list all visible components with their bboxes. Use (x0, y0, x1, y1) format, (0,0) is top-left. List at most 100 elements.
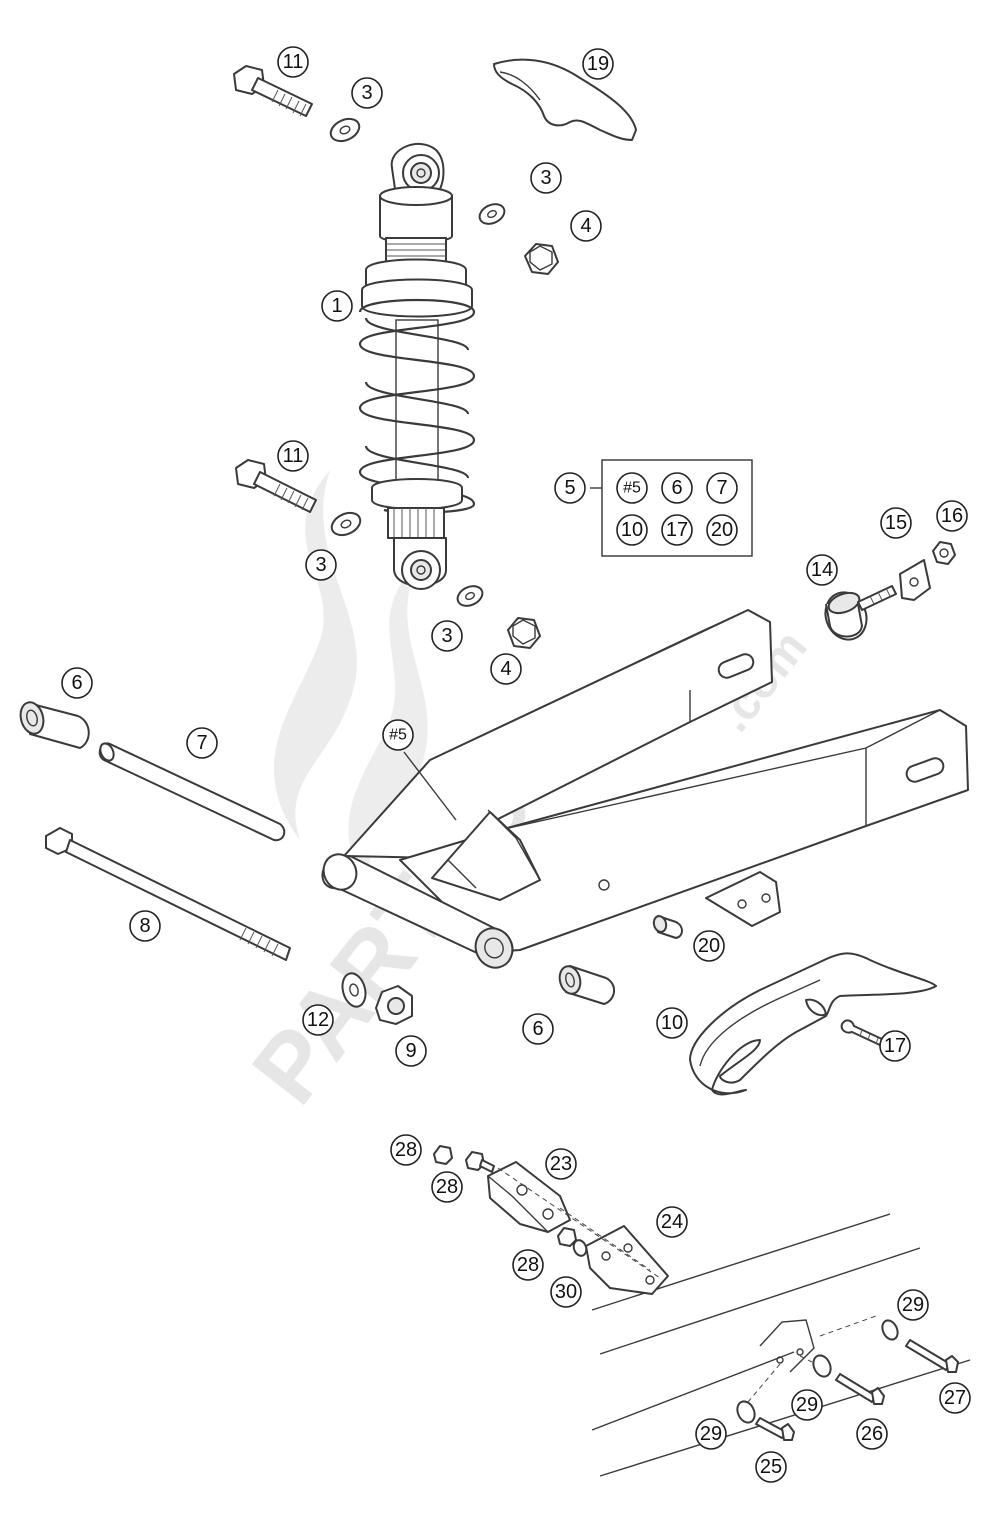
svg-text:28: 28 (436, 1176, 458, 1198)
svg-text:6: 6 (532, 1018, 543, 1040)
svg-text:8: 8 (139, 915, 150, 937)
frame-section (591, 1213, 971, 1477)
callout-10: 10 (656, 1007, 688, 1039)
callout-4-lower: 4 (490, 653, 522, 685)
washer-12 (341, 972, 367, 1008)
svg-text:3: 3 (361, 82, 372, 104)
svg-text:27: 27 (944, 1387, 966, 1409)
callout-28-c: 28 (512, 1249, 544, 1281)
washer-29-left (736, 1400, 756, 1424)
callout-12: 12 (302, 1004, 334, 1036)
svg-text:29: 29 (700, 1423, 722, 1445)
svg-text:1: 1 (331, 295, 342, 317)
kit-callout-6: 6 (661, 472, 693, 504)
callout-3-middle: 3 (305, 549, 337, 581)
screw-28-b (465, 1151, 495, 1173)
washer-3-lower-right (456, 585, 484, 607)
washer-29-right (881, 1319, 899, 1341)
nut-4-lower (507, 617, 541, 649)
svg-text:29: 29 (902, 1294, 924, 1316)
callout-20: 20 (693, 930, 725, 962)
svg-text:24: 24 (661, 1211, 683, 1233)
callout-15: 15 (880, 507, 912, 539)
washer-29-middle (812, 1354, 832, 1378)
svg-text:10: 10 (621, 519, 643, 541)
chain-slider-10 (689, 952, 937, 1096)
washer-3-upper-right (478, 203, 506, 225)
leader-lines (497, 1167, 877, 1403)
bushing-6-right (558, 965, 615, 1005)
callout-3-lower-right: 3 (431, 620, 463, 652)
kit-callout-7: 7 (706, 472, 738, 504)
callout-6-right: 6 (522, 1013, 554, 1045)
callout-6-left: 6 (61, 667, 93, 699)
svg-text:25: 25 (760, 1456, 782, 1478)
svg-text:6: 6 (71, 672, 82, 694)
kit-callout-17: 17 (661, 514, 693, 546)
pivot-sleeve-7 (98, 742, 286, 842)
chain-adjuster-14 (824, 585, 897, 641)
bolt-25 (755, 1417, 795, 1441)
pivot-bolt-8 (45, 827, 291, 961)
svg-text:10: 10 (661, 1012, 683, 1034)
callout-5: 5 (554, 472, 586, 504)
callout-16: 16 (936, 500, 968, 532)
svg-text:29: 29 (796, 1394, 818, 1416)
callout-26: 26 (856, 1418, 888, 1450)
svg-text:3: 3 (315, 554, 326, 576)
callout-7: 7 (186, 727, 218, 759)
callout-3-upper-right: 3 (530, 162, 562, 194)
nut-4-top (524, 243, 559, 275)
spacer-20 (652, 915, 683, 939)
svg-text:30: 30 (555, 1281, 577, 1303)
svg-text:19: 19 (587, 53, 609, 75)
svg-text:7: 7 (716, 477, 727, 499)
bracket-23 (487, 1161, 571, 1233)
svg-text:14: 14 (811, 559, 833, 581)
svg-text:16: 16 (941, 505, 963, 527)
svg-text:28: 28 (395, 1139, 417, 1161)
svg-text:3: 3 (540, 167, 551, 189)
screw-17 (840, 1019, 885, 1047)
shock-absorber-1 (358, 143, 476, 590)
nut-9 (375, 985, 413, 1025)
svg-text:26: 26 (861, 1423, 883, 1445)
callout-11-middle: 11 (277, 440, 309, 472)
svg-text:4: 4 (500, 658, 511, 680)
svg-text:23: 23 (550, 1153, 572, 1175)
callout-11-top: 11 (277, 46, 309, 78)
svg-text:20: 20 (698, 935, 720, 957)
callout-23: 23 (545, 1148, 577, 1180)
washer-3-middle (330, 511, 362, 537)
chain-adjuster-plate-15 (899, 559, 931, 601)
callout-29-left: 29 (695, 1418, 727, 1450)
svg-text:28: 28 (517, 1254, 539, 1276)
svg-text:7: 7 (196, 732, 207, 754)
svg-text:11: 11 (283, 51, 304, 73)
svg-text:20: 20 (711, 519, 733, 541)
bolt-26 (835, 1373, 885, 1405)
callout-24: 24 (656, 1206, 688, 1238)
bolt-11-middle (235, 459, 317, 513)
callout-27: 27 (939, 1382, 971, 1414)
spring-retainer-19 (493, 58, 637, 141)
callout-25: 25 (755, 1451, 787, 1483)
svg-text:#5: #5 (389, 727, 407, 744)
callout-29-middle: 29 (791, 1389, 823, 1421)
svg-text:9: 9 (405, 1040, 416, 1062)
svg-text:#5: #5 (623, 480, 641, 497)
nut-30 (572, 1239, 588, 1257)
callout-1: 1 (321, 290, 353, 322)
svg-text:6: 6 (671, 477, 682, 499)
svg-text:3: 3 (441, 625, 452, 647)
callout-17: 17 (879, 1030, 911, 1062)
callout-3-top: 3 (351, 77, 383, 109)
bracket-24 (585, 1225, 669, 1295)
svg-text:5: 5 (564, 477, 575, 499)
callout-9: 9 (395, 1035, 427, 1067)
washer-3-top (329, 117, 361, 143)
swingarm (321, 609, 969, 969)
svg-text:4: 4 (580, 215, 591, 237)
